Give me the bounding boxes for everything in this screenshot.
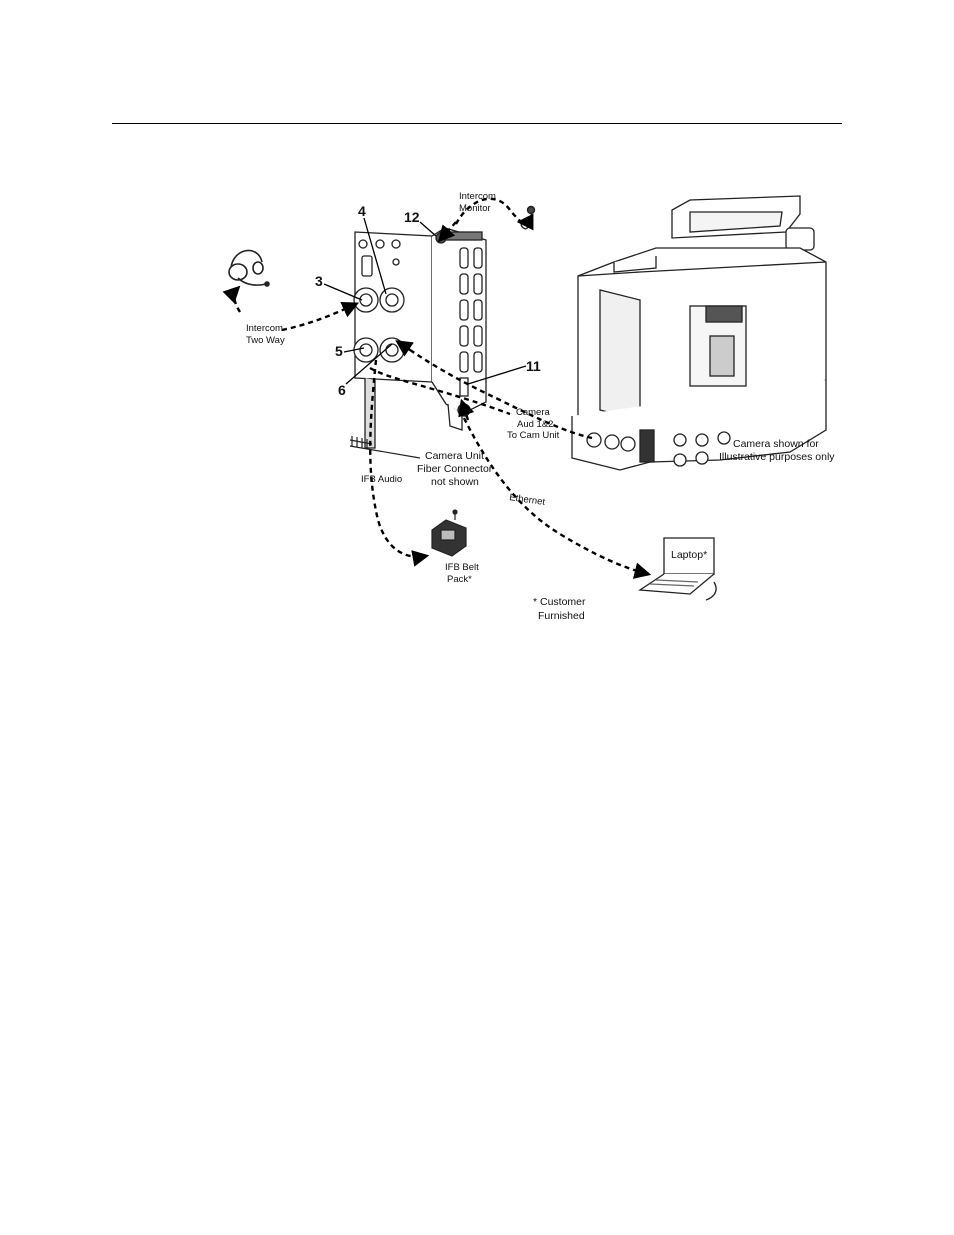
belt-pack-icon bbox=[431, 509, 467, 557]
label-customer-1: * Customer bbox=[533, 596, 586, 608]
ethernet-line bbox=[462, 417, 652, 579]
label-camera-note-1: Camera shown for bbox=[733, 438, 819, 450]
callout-12: 12 bbox=[404, 209, 420, 225]
label-ethernet: Ethernet bbox=[509, 492, 546, 508]
callout-6-leader bbox=[345, 343, 393, 385]
intercom-two-way-line bbox=[222, 285, 242, 313]
label-fiber-2: Fiber Connector bbox=[417, 463, 493, 475]
callout-11: 11 bbox=[526, 358, 541, 374]
label-customer-2: Furnished bbox=[538, 610, 585, 622]
label-camera-aud-2: Aud 1&2 bbox=[517, 419, 553, 430]
camera-aud-line-b bbox=[395, 340, 414, 357]
callout-5-leader bbox=[343, 347, 365, 353]
label-ifb-belt-2: Pack* bbox=[447, 574, 472, 585]
label-laptop: Laptop* bbox=[671, 549, 707, 561]
label-ifb-audio: IFB Audio bbox=[361, 474, 402, 485]
earpiece-icon bbox=[520, 205, 536, 230]
label-intercom-two-way-2: Two Way bbox=[246, 335, 285, 346]
label-camera-aud-3: To Cam Unit bbox=[507, 430, 560, 441]
header-rule bbox=[112, 123, 842, 124]
label-intercom-monitor-1: Intercom bbox=[459, 191, 496, 202]
label-fiber-1: Camera Unit bbox=[425, 450, 484, 462]
callout-4-leader bbox=[363, 217, 387, 295]
camera-unit-icon bbox=[353, 227, 487, 449]
label-camera-note-2: Illustrative purposes only bbox=[719, 451, 835, 463]
label-intercom-two-way-1: Intercom bbox=[246, 323, 283, 334]
ethernet-line-b bbox=[458, 398, 475, 421]
intercom-monitor-line bbox=[454, 197, 534, 231]
camera-aud-line-c bbox=[369, 366, 511, 416]
ifb-audio-line bbox=[369, 359, 430, 567]
headset-icon bbox=[228, 249, 270, 287]
callout-4: 4 bbox=[358, 203, 366, 219]
laptop-icon bbox=[638, 537, 717, 601]
intercom-monitor-line-b bbox=[437, 221, 457, 243]
intercom-two-way-line-b bbox=[281, 302, 360, 332]
camcorder-icon bbox=[571, 195, 827, 471]
callout-11-leader bbox=[467, 365, 527, 385]
callout-6: 6 bbox=[338, 382, 346, 398]
callout-3: 3 bbox=[315, 273, 323, 289]
label-camera-aud-1: Camera bbox=[516, 407, 551, 418]
label-ifb-belt-1: IFB Belt bbox=[445, 562, 479, 573]
label-intercom-monitor-2: Monitor bbox=[459, 203, 491, 214]
camera-aud-line bbox=[409, 349, 593, 440]
callout-5: 5 bbox=[335, 343, 343, 359]
fiber-connector-stub bbox=[349, 436, 421, 459]
callout-3-leader bbox=[323, 283, 363, 301]
label-fiber-3: not shown bbox=[431, 476, 479, 488]
callout-12-leader bbox=[419, 221, 437, 237]
